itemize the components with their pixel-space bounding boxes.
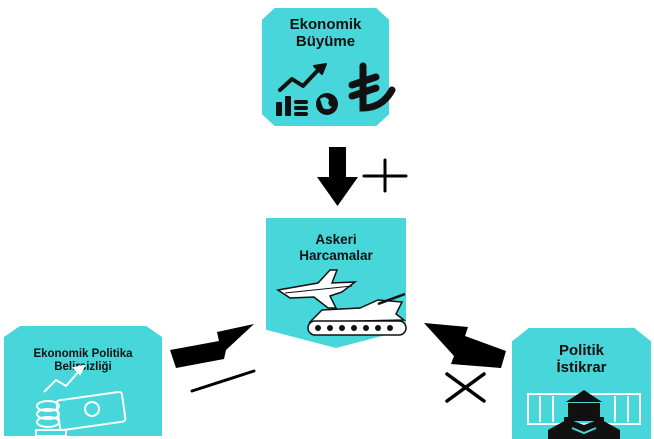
tank-icon	[307, 292, 407, 336]
growth-line2: Büyüme	[295, 33, 356, 51]
military-line2: Harcamalar	[299, 247, 373, 263]
sign-positive	[362, 158, 408, 193]
lira-icon	[348, 62, 396, 112]
policy-line1: Ekonomik Politika	[33, 348, 133, 360]
coin-stack-icon	[276, 96, 308, 116]
government-building-icon	[527, 390, 641, 425]
node-economic-growth-label: Ekonomik Büyüme	[262, 16, 389, 51]
arrow-policy-to-military	[170, 324, 254, 368]
sign-negative	[190, 369, 256, 393]
growth-line1: Ekonomik	[289, 16, 362, 33]
military-line1: Askeri	[315, 232, 357, 247]
arrow-growth-to-military	[317, 147, 358, 206]
globe-icon	[316, 93, 338, 115]
fighter-jet-icon	[276, 269, 358, 309]
sign-no-effect	[445, 372, 486, 403]
stability-line1: Politik	[558, 342, 604, 359]
growth-chart-icon	[278, 63, 327, 92]
node-stability-label: Politik İstikrar	[512, 342, 651, 377]
money-chart-icon	[35, 364, 127, 437]
arrow-stability-to-military	[424, 323, 506, 368]
stability-line2: İstikrar	[556, 359, 607, 377]
node-military-label: Askeri Harcamalar	[266, 232, 406, 263]
handshake-icon	[548, 419, 620, 439]
